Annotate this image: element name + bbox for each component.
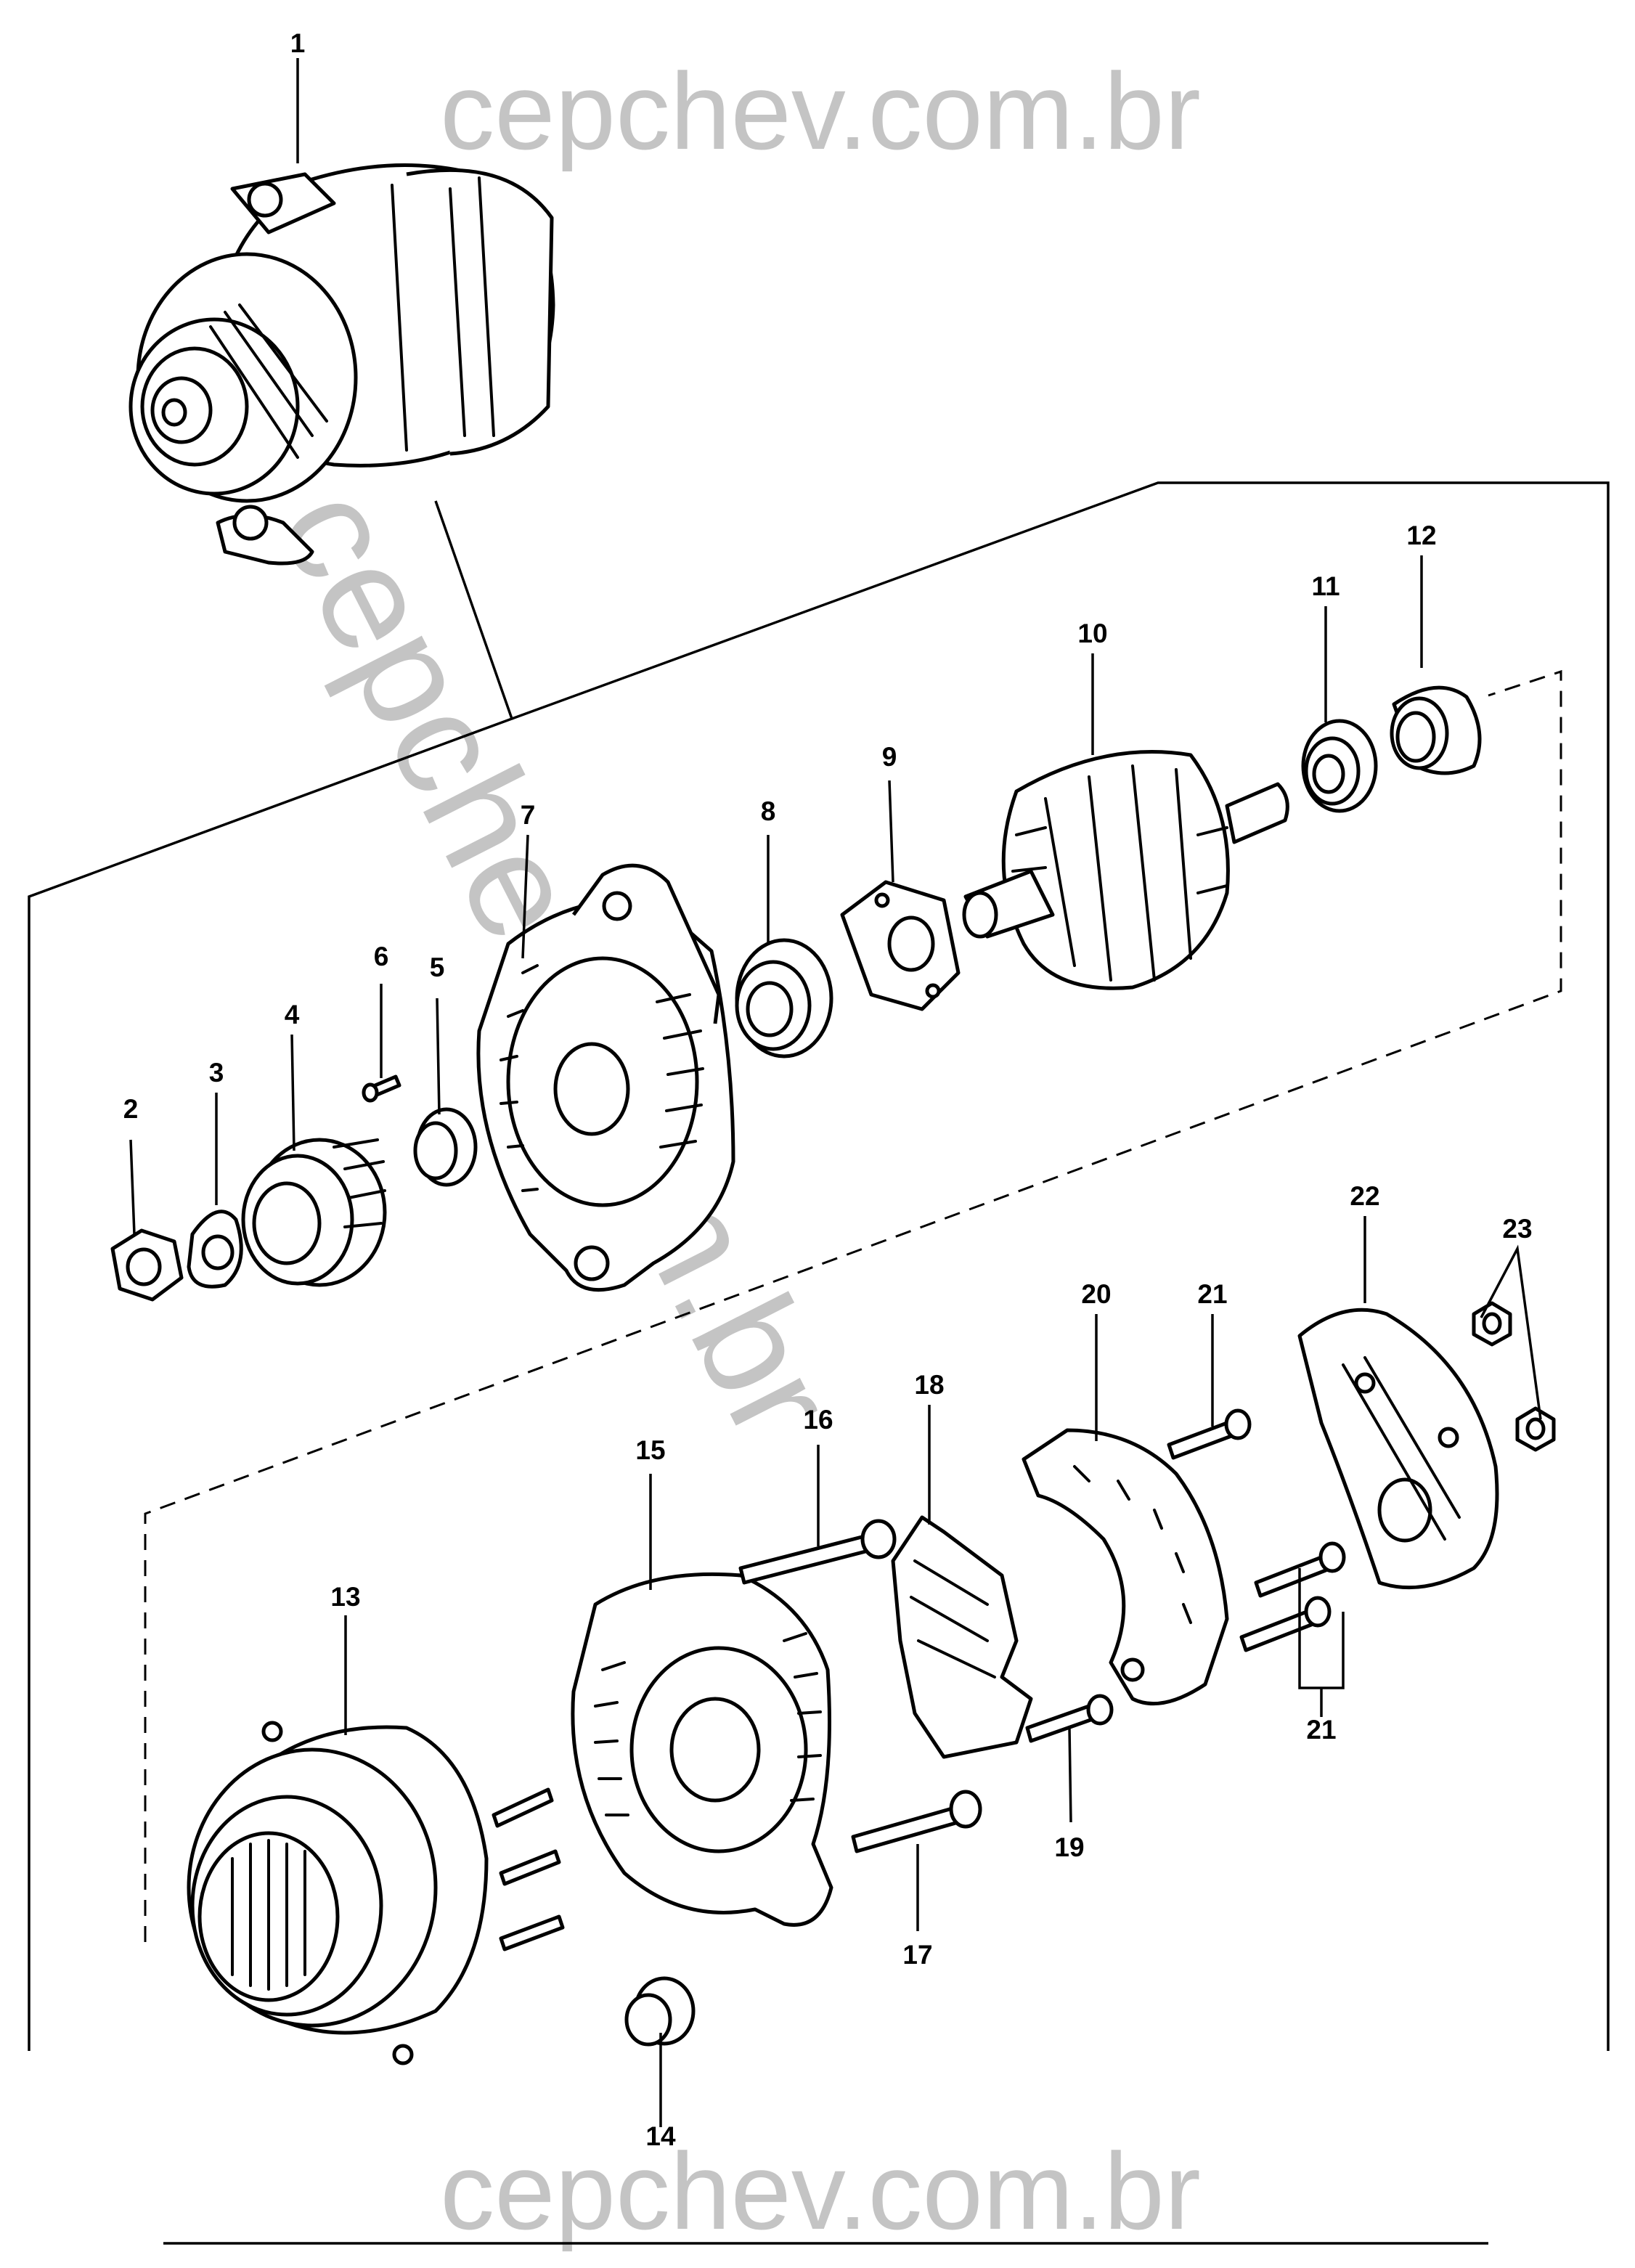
part-9-retainer-plate <box>840 880 961 1011</box>
callout-14: 14 <box>645 2121 676 2151</box>
callout-13: 13 <box>330 1582 360 1612</box>
callout-22: 22 <box>1350 1181 1379 1211</box>
part-20-rectifier <box>1022 1428 1229 1706</box>
part-19-screw <box>1025 1694 1114 1743</box>
part-21-screw-upper <box>1167 1408 1252 1460</box>
watermark-top: cepchev.com.br <box>440 50 1201 172</box>
part-22-rear-cover <box>1297 1308 1499 1590</box>
callout-21-upper: 21 <box>1197 1279 1227 1309</box>
callout-labels: 1 2 3 4 5 6 7 8 9 10 11 12 13 14 15 16 1… <box>123 28 1533 2151</box>
part-13-stator-housing <box>187 1721 565 2065</box>
callout-3: 3 <box>209 1058 224 1088</box>
callout-9: 9 <box>882 742 897 772</box>
part-16-bolt <box>738 1519 897 1585</box>
callout-5: 5 <box>430 953 445 982</box>
part-7-drive-end-bracket <box>476 863 735 1292</box>
watermark-bottom: cepchev.com.br <box>440 2130 1201 2252</box>
frame-lines <box>28 481 1610 2245</box>
callout-4: 4 <box>285 1000 300 1029</box>
part-18-voltage-regulator <box>891 1515 1033 1759</box>
callout-12: 12 <box>1406 521 1436 550</box>
callout-2: 2 <box>123 1094 139 1124</box>
part-12-bearing-sleeve <box>1390 685 1482 775</box>
callout-8: 8 <box>761 796 776 826</box>
callout-15: 15 <box>635 1435 665 1465</box>
part-3-washer <box>187 1210 243 1289</box>
part-6-screw <box>362 1074 401 1103</box>
callout-18: 18 <box>914 1370 944 1400</box>
part-1-alternator-assembly <box>129 163 555 566</box>
part-15-slip-ring-bracket <box>571 1572 833 1927</box>
part-14-bushing <box>624 1976 696 2047</box>
callout-1: 1 <box>290 28 306 58</box>
part-2-nut <box>110 1228 184 1302</box>
callout-10: 10 <box>1077 619 1107 648</box>
part-10-rotor <box>962 750 1289 990</box>
callout-16: 16 <box>803 1405 833 1435</box>
callout-20: 20 <box>1081 1279 1111 1309</box>
leader-lines <box>129 58 1542 2127</box>
part-17-bolt <box>851 1790 982 1853</box>
part-5-spacer <box>413 1107 478 1187</box>
callout-11: 11 <box>1311 571 1340 601</box>
callout-6: 6 <box>374 942 389 971</box>
callout-21-lower: 21 <box>1306 1715 1336 1745</box>
callout-19: 19 <box>1054 1832 1084 1862</box>
callout-7: 7 <box>521 800 536 830</box>
part-21-screws-lower <box>1239 1541 1346 1652</box>
callout-17: 17 <box>902 1940 932 1970</box>
part-8-bearing <box>735 938 833 1058</box>
part-11-bearing <box>1301 719 1378 813</box>
callout-23: 23 <box>1502 1214 1532 1244</box>
part-4-pulley <box>241 1138 387 1287</box>
